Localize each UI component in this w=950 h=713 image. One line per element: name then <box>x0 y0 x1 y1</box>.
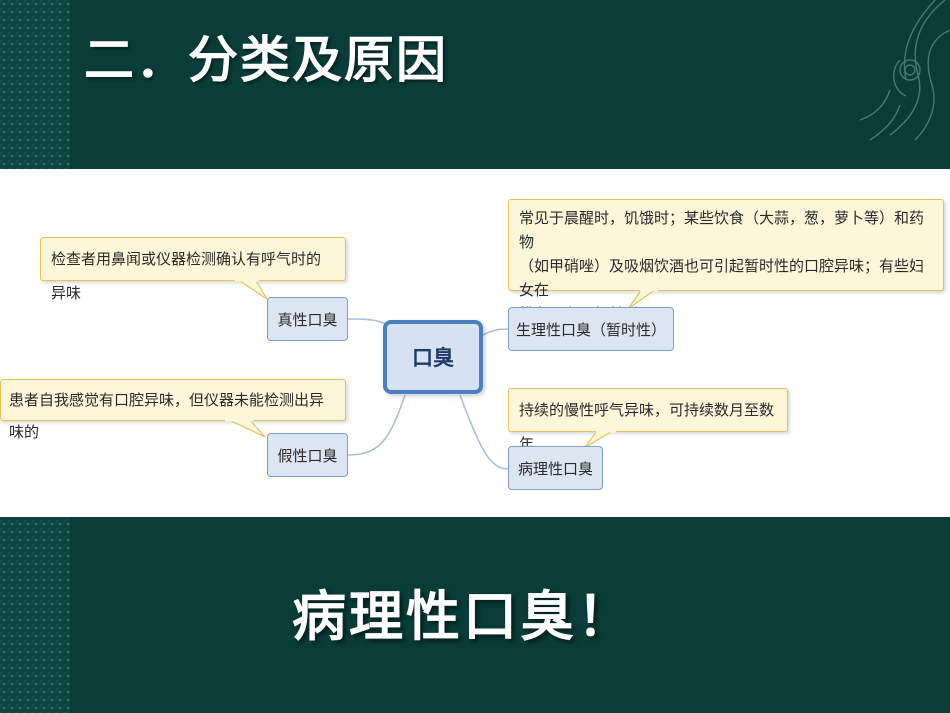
node-pathological: 病理性口臭 <box>508 446 603 490</box>
callout-text: 检查者用鼻闻或仪器检测确认有呼气时的异味 <box>51 250 322 302</box>
callout-pathological: 持续的慢性呼气异味，可持续数月至数年 <box>508 388 788 453</box>
node-physiological: 生理性口臭（暂时性） <box>508 307 674 351</box>
callout-line: 常见于晨醒时，饥饿时；某些饮食（大蒜，葱，萝卜等）和药物 <box>519 209 925 251</box>
mindmap-connectors <box>347 318 511 470</box>
node-true-halitosis: 真性口臭 <box>267 297 348 341</box>
node-label: 真性口臭 <box>277 310 338 329</box>
center-label: 口臭 <box>412 346 454 370</box>
callout-pointer <box>225 419 266 438</box>
connector-pseudo <box>347 394 406 456</box>
callout-physiological: 常见于晨醒时，饥饿时；某些饮食（大蒜，葱，萝卜等）和药物 （如甲硝唑）及吸烟饮酒… <box>508 199 944 323</box>
node-label: 假性口臭 <box>277 446 338 465</box>
node-label: 生理性口臭（暂时性） <box>515 320 666 339</box>
callout-true-halitosis: 检查者用鼻闻或仪器检测确认有呼气时的异味 <box>40 237 346 302</box>
slide-heading: 二．分类及原因 <box>84 31 448 89</box>
callout-pointer <box>583 430 616 449</box>
slide-slogan: 病理性口臭！ <box>292 584 634 648</box>
mindmap-panel: 检查者用鼻闻或仪器检测确认有呼气时的异味 真性口臭 患者自我感觉有口腔异味，但仪… <box>0 169 950 517</box>
phoenix-ornament-icon <box>859 0 950 141</box>
callout-pointer <box>235 279 268 300</box>
connector-pathological <box>459 394 509 470</box>
center-node: 口臭 <box>383 320 483 394</box>
connector-physiological <box>482 328 511 336</box>
callout-line: （如甲硝唑）及吸烟饮酒也可引起暂时性的口腔异味；有些妇女在 <box>519 257 925 299</box>
node-pseudo-halitosis: 假性口臭 <box>267 433 348 477</box>
node-label: 病理性口臭 <box>517 459 593 478</box>
callout-pointer <box>627 289 658 310</box>
callout-text: 患者自我感觉有口腔异味，但仪器未能检测出异味的 <box>9 391 325 441</box>
callout-pseudo-halitosis: 患者自我感觉有口腔异味，但仪器未能检测出异味的 <box>0 379 346 441</box>
